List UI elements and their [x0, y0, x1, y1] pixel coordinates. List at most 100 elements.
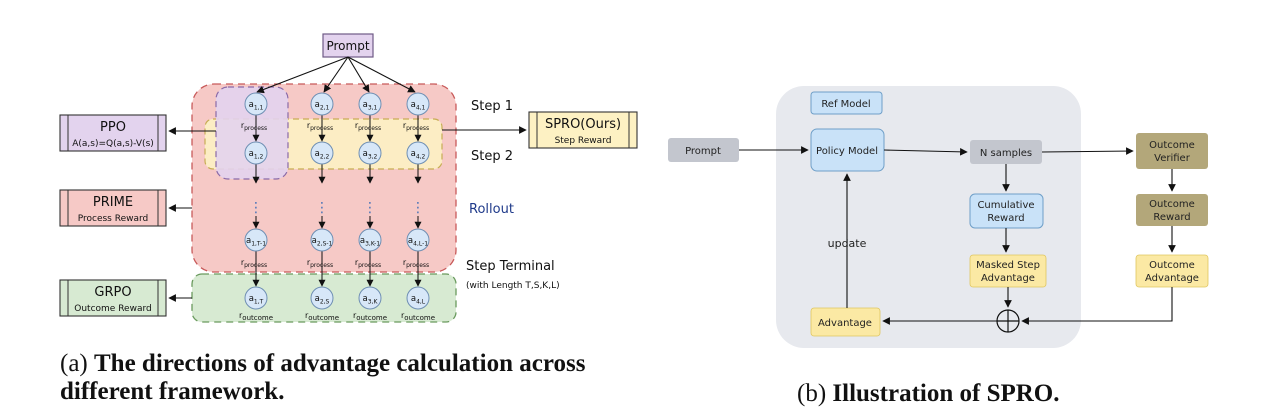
action-node-label: a3,1	[363, 100, 378, 112]
action-node-label: a4,L	[411, 294, 426, 306]
spro-subtitle: Step Reward	[555, 136, 612, 146]
n-samples-box	[970, 140, 1042, 164]
caption-a: (a) The directions of advantage calculat…	[60, 350, 585, 378]
grpo-box: GRPO Outcome Reward	[59, 279, 167, 317]
action-node-label: a3,2	[363, 149, 378, 161]
action-node	[244, 286, 268, 310]
action-node	[406, 141, 430, 165]
action-node	[310, 92, 334, 116]
action-node-label: a1,2	[249, 149, 264, 161]
outcome-advantage-label-2: Advantage	[1145, 273, 1199, 284]
action-node-label: a3,K-1	[360, 236, 380, 248]
action-node-label: a2,S-1	[312, 236, 333, 248]
spro-title: SPRO(Ours)	[545, 117, 621, 132]
outcome-advantage-label-1: Outcome	[1149, 260, 1195, 271]
ref-model-label: Ref Model	[821, 99, 870, 110]
outcome-reward-label-2: Reward	[1153, 212, 1190, 223]
action-node	[310, 141, 334, 165]
sum-operator-icon	[996, 309, 1020, 333]
caption-b-prefix: (b)	[797, 380, 833, 407]
step-terminal-label: Step Terminal	[466, 259, 555, 274]
prime-title: PRIME	[93, 195, 133, 210]
ellipsis-dots: ⋮	[315, 200, 329, 216]
step2-label: Step 2	[471, 149, 513, 164]
action-node	[406, 286, 430, 310]
caption-b-text: Illustration of SPRO.	[832, 380, 1060, 407]
action-node	[358, 286, 382, 310]
action-node-label: a4,2	[411, 149, 426, 161]
step-terminal-note: (with Length T,S,K,L)	[466, 281, 560, 291]
action-node-label: a3,K	[363, 294, 379, 306]
prompt-label: Prompt	[326, 39, 369, 53]
prime-subtitle: Process Reward	[78, 214, 149, 224]
action-node	[310, 228, 334, 252]
prompt-label-right: Prompt	[685, 146, 721, 157]
advantage-label: Advantage	[818, 318, 872, 329]
action-node-label: a1,T-1	[246, 236, 266, 248]
action-node	[358, 228, 382, 252]
rollout-label: Rollout	[469, 202, 514, 217]
process-reward-label: rprocess	[241, 258, 267, 269]
action-node-label: a4,1	[411, 100, 426, 112]
process-reward-label: rprocess	[403, 121, 429, 132]
process-reward-label: rprocess	[403, 258, 429, 269]
n-samples-label: N samples	[980, 148, 1032, 159]
outcome-reward-label: routcome	[401, 311, 435, 322]
ref-model-box	[810, 91, 883, 115]
outcome-reward-label: routcome	[353, 311, 387, 322]
column-1-region	[215, 86, 289, 180]
outcome-verifier-box	[1136, 133, 1208, 169]
ppo-box: PPO A(a,s)=Q(a,s)-V(s)	[59, 114, 167, 152]
process-reward-label: rprocess	[241, 121, 267, 132]
outcome-verifier-label-1: Outcome	[1149, 140, 1195, 151]
action-node-label: a2,1	[315, 100, 330, 112]
left-figure: Prompt ⋮ a1,1 a1,2 a1,T-1 a1,T rprocess rproce…	[59, 33, 638, 323]
action-node	[358, 92, 382, 116]
action-node-label: a1,T	[249, 294, 264, 306]
ppo-subtitle: A(a,s)=Q(a,s)-V(s)	[72, 139, 154, 149]
process-reward-label: rprocess	[307, 258, 333, 269]
masked-step-advantage-label-1: Masked Step	[976, 260, 1040, 271]
caption-b: (b) Illustration of SPRO.	[797, 380, 1060, 408]
action-node	[244, 141, 268, 165]
advantage-box	[810, 307, 881, 337]
caption-a-continued: different framework.	[60, 378, 284, 406]
grpo-subtitle: Outcome Reward	[74, 304, 151, 314]
step1-label: Step 1	[471, 99, 513, 114]
action-node	[244, 228, 268, 252]
cumulative-reward-label-1: Cumulative	[977, 200, 1034, 211]
masked-step-advantage-label-2: Advantage	[981, 273, 1035, 284]
spro-box: SPRO(Ours) Step Reward	[528, 111, 638, 149]
action-node	[244, 92, 268, 116]
cumulative-reward-label-2: Reward	[987, 213, 1024, 224]
outcome-reward-label: routcome	[305, 311, 339, 322]
action-node	[358, 141, 382, 165]
outcome-verifier-label-2: Verifier	[1154, 153, 1191, 164]
process-reward-label: rprocess	[355, 121, 381, 132]
action-node	[310, 286, 334, 310]
process-reward-label: rprocess	[307, 121, 333, 132]
outcome-reward-box	[1136, 194, 1208, 226]
prompt-box-right	[668, 138, 739, 162]
policy-model-label: Policy Model	[816, 146, 878, 157]
prime-box: PRIME Process Reward	[59, 189, 167, 227]
caption-a-line1: The directions of advantage calculation …	[94, 350, 586, 377]
caption-a-prefix: (a)	[60, 350, 94, 377]
ellipsis-dots: ⋮	[363, 200, 377, 216]
ellipsis-dots: ⋮	[411, 200, 425, 216]
action-node-label: a4,L-1	[408, 236, 428, 248]
grpo-title: GRPO	[94, 285, 131, 300]
action-node-label: a1,1	[249, 100, 264, 112]
action-node	[406, 92, 430, 116]
action-node-label: a2,2	[315, 149, 330, 161]
outcome-reward-label-1: Outcome	[1149, 199, 1195, 210]
caption-a-line2: different framework.	[60, 378, 285, 405]
right-figure: Prompt Ref Model Policy Model N samples …	[668, 86, 1209, 348]
ellipsis-dots: ⋮	[249, 200, 263, 216]
ppo-title: PPO	[100, 120, 126, 135]
outcome-reward-label: routcome	[239, 311, 273, 322]
action-node	[406, 228, 430, 252]
process-reward-label: rprocess	[355, 258, 381, 269]
action-node-label: a2,S	[315, 294, 330, 306]
